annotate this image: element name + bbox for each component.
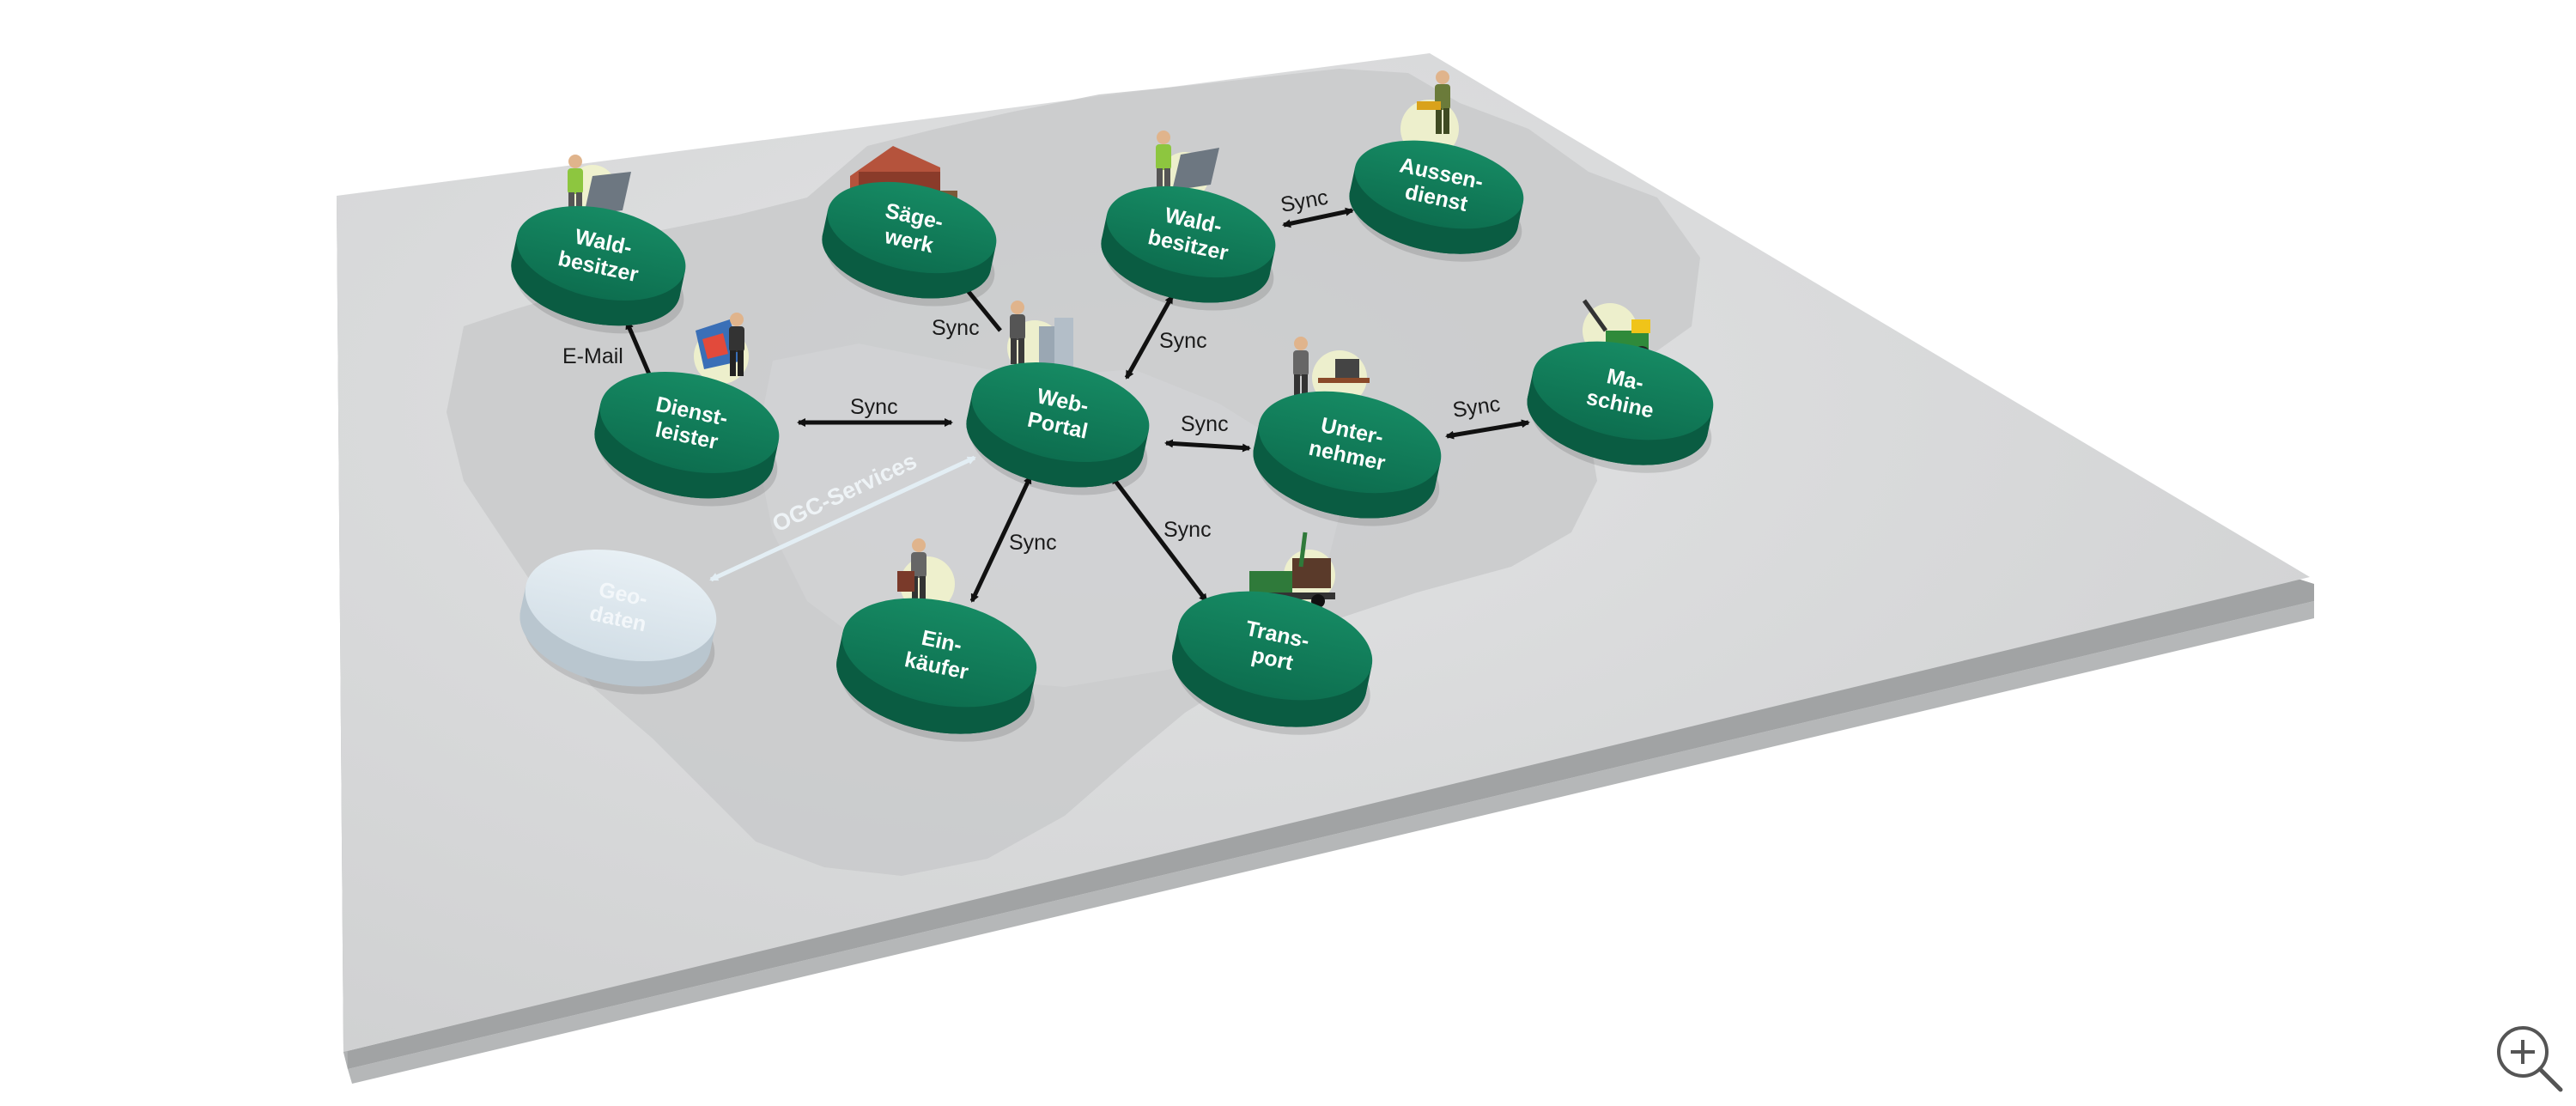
edge-transport <box>1110 475 1208 603</box>
node-top <box>599 371 780 474</box>
consultant-with-map-icon <box>694 313 749 384</box>
edges <box>624 207 1530 603</box>
node-unternehmer[interactable]: Unter-nehmer <box>1242 376 1455 542</box>
node-webportal[interactable]: Web-Portal <box>956 347 1163 510</box>
node-einkaeufer[interactable]: Ein-käufer <box>825 581 1052 758</box>
node-top <box>827 181 997 274</box>
edge-unternehmer <box>1164 439 1251 453</box>
edge-unternehmer-label: Sync <box>1181 412 1229 436</box>
board-edge-right <box>343 577 2314 1069</box>
edge-waldbesitzer-center-label: Sync <box>1159 329 1207 353</box>
edge-waldbesitzer-center <box>1124 295 1175 380</box>
node-top <box>841 598 1037 708</box>
edge-transport-label: Sync <box>1163 518 1212 542</box>
node-top <box>525 549 717 662</box>
edge-dienstleister-label: Sync <box>850 395 898 419</box>
timber-truck-icon <box>1245 532 1335 608</box>
nodes: Wald-besitzer Säge-werk Wald-besitzer Ausse… <box>501 126 1728 758</box>
node-dienstleister[interactable]: Dienst-leister <box>584 356 793 521</box>
forester-with-map-icon <box>568 155 631 218</box>
edge-email-label: E-Mail <box>562 344 623 368</box>
node-waldbesitzer-center[interactable]: Wald-besitzer <box>1091 172 1289 325</box>
node-top <box>971 362 1150 463</box>
edge-maschine <box>1445 419 1530 440</box>
node-top <box>1532 341 1714 441</box>
edge-ogc-services <box>709 455 976 582</box>
node-geodaten[interactable]: Geo-daten <box>508 533 732 711</box>
node-maschine[interactable]: Ma-schine <box>1516 326 1728 489</box>
edge-einkaeufer <box>969 475 1033 603</box>
node-transport[interactable]: Trans-port <box>1161 574 1388 751</box>
edge-saegewerk-label: Sync <box>932 316 980 340</box>
node-top <box>1177 591 1373 701</box>
edge-einkaeufer-label: Sync <box>1009 531 1057 555</box>
node-saegewerk[interactable]: Säge-werk <box>812 167 1010 320</box>
edge-aussendienst <box>1282 207 1354 228</box>
board-shadow <box>348 601 2314 1084</box>
zoom-in-button[interactable] <box>2497 1026 2563 1092</box>
node-top <box>516 206 686 301</box>
buyer-with-timber-icon <box>897 538 955 611</box>
node-top <box>1106 185 1276 278</box>
node-top <box>1258 391 1442 494</box>
node-waldbesitzer-left[interactable]: Wald-besitzer <box>501 191 699 348</box>
zoom-in-icon <box>2497 1026 2563 1092</box>
edge-email <box>624 320 655 383</box>
node-top <box>1354 140 1524 229</box>
node-aussendienst[interactable]: Aussen-dienst <box>1340 126 1536 276</box>
